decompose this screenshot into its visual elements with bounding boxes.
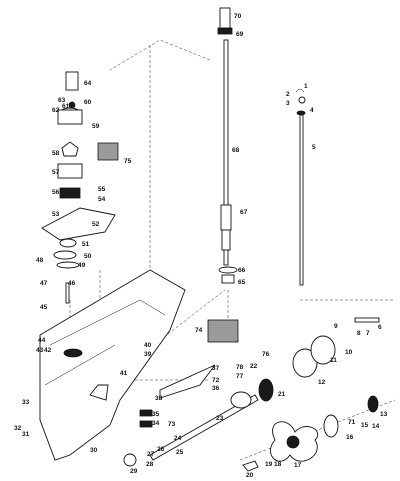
trim-tab-parts <box>123 364 216 467</box>
callout-55: 55 <box>98 186 106 193</box>
callout-61: 61 <box>62 103 70 110</box>
callout-1: 1 <box>304 83 308 90</box>
callout-67: 67 <box>240 209 248 216</box>
callout-12: 12 <box>318 379 326 386</box>
callout-26: 26 <box>157 446 165 453</box>
callout-59: 59 <box>92 123 100 130</box>
callout-58: 58 <box>52 150 60 157</box>
callout-39: 39 <box>144 351 152 358</box>
callout-65: 65 <box>238 279 246 286</box>
callout-labels: 70 69 68 67 66 65 64 63 62 61 60 59 58 5… <box>14 13 388 479</box>
callout-20: 20 <box>246 472 254 479</box>
callout-16: 16 <box>346 434 354 441</box>
drive-shaft <box>217 7 238 284</box>
callout-8: 8 <box>357 330 361 337</box>
callout-70: 70 <box>234 13 242 20</box>
callout-43: 43 <box>36 347 44 354</box>
callout-34: 34 <box>152 420 160 427</box>
callout-42: 42 <box>44 347 52 354</box>
callout-50: 50 <box>84 253 92 260</box>
callout-19: 19 <box>265 461 273 468</box>
callout-72: 72 <box>212 377 220 384</box>
callout-35: 35 <box>152 411 160 418</box>
callout-46: 46 <box>68 280 76 287</box>
callout-21: 21 <box>278 391 286 398</box>
callout-31: 31 <box>22 431 30 438</box>
callout-33: 33 <box>22 399 30 406</box>
callout-28: 28 <box>146 461 154 468</box>
parts-kit-boxes <box>207 319 239 343</box>
callout-11: 11 <box>330 357 337 364</box>
callout-25: 25 <box>176 449 184 456</box>
callout-29: 29 <box>130 468 138 475</box>
callout-56: 56 <box>52 189 60 196</box>
propeller <box>242 395 379 472</box>
callout-75: 75 <box>124 158 132 165</box>
callout-78: 78 <box>236 364 244 371</box>
callout-40: 40 <box>144 342 152 349</box>
callout-45: 45 <box>40 304 48 311</box>
callout-48: 48 <box>36 257 44 264</box>
callout-23: 23 <box>216 415 224 422</box>
callout-27: 27 <box>147 451 155 458</box>
callout-68: 68 <box>232 147 240 154</box>
callout-47: 47 <box>40 280 48 287</box>
callout-69: 69 <box>236 31 244 38</box>
callout-4: 4 <box>310 107 314 114</box>
callout-14: 14 <box>372 423 380 430</box>
callout-5: 5 <box>312 144 316 151</box>
callout-54: 54 <box>98 196 106 203</box>
callout-77: 77 <box>236 373 244 380</box>
callout-63: 63 <box>58 97 66 104</box>
callout-17: 17 <box>294 462 302 469</box>
callout-9: 9 <box>334 323 338 330</box>
propeller-shaft <box>149 317 380 461</box>
callout-32: 32 <box>14 425 22 432</box>
callout-57: 57 <box>52 169 60 176</box>
callout-74: 74 <box>195 327 203 334</box>
callout-3: 3 <box>286 100 290 107</box>
callout-66: 66 <box>238 267 246 274</box>
water-pump-assembly <box>41 71 119 304</box>
callout-10: 10 <box>345 349 353 356</box>
callout-30: 30 <box>90 447 98 454</box>
callout-73: 73 <box>168 421 176 428</box>
callout-13: 13 <box>380 411 388 418</box>
callout-76: 76 <box>262 351 270 358</box>
callout-2: 2 <box>286 91 290 98</box>
callout-6: 6 <box>378 324 382 331</box>
callout-7: 7 <box>366 330 370 337</box>
callout-44: 44 <box>38 337 46 344</box>
callout-18: 18 <box>274 461 282 468</box>
callout-51: 51 <box>82 241 90 248</box>
shift-rod <box>295 88 306 286</box>
callout-52: 52 <box>92 221 100 228</box>
callout-49: 49 <box>78 262 86 269</box>
callout-36: 36 <box>212 385 220 392</box>
callout-15: 15 <box>361 422 369 429</box>
callout-64: 64 <box>84 80 92 87</box>
callout-62: 62 <box>52 107 60 114</box>
callout-41: 41 <box>120 370 128 377</box>
callout-38: 38 <box>155 395 163 402</box>
callout-22: 22 <box>250 363 258 370</box>
callout-37: 37 <box>212 365 220 372</box>
callout-60: 60 <box>84 99 92 106</box>
callout-24: 24 <box>174 435 182 442</box>
gear-case-housing <box>39 269 186 461</box>
callout-53: 53 <box>52 211 60 218</box>
callout-71: 71 <box>348 419 356 426</box>
